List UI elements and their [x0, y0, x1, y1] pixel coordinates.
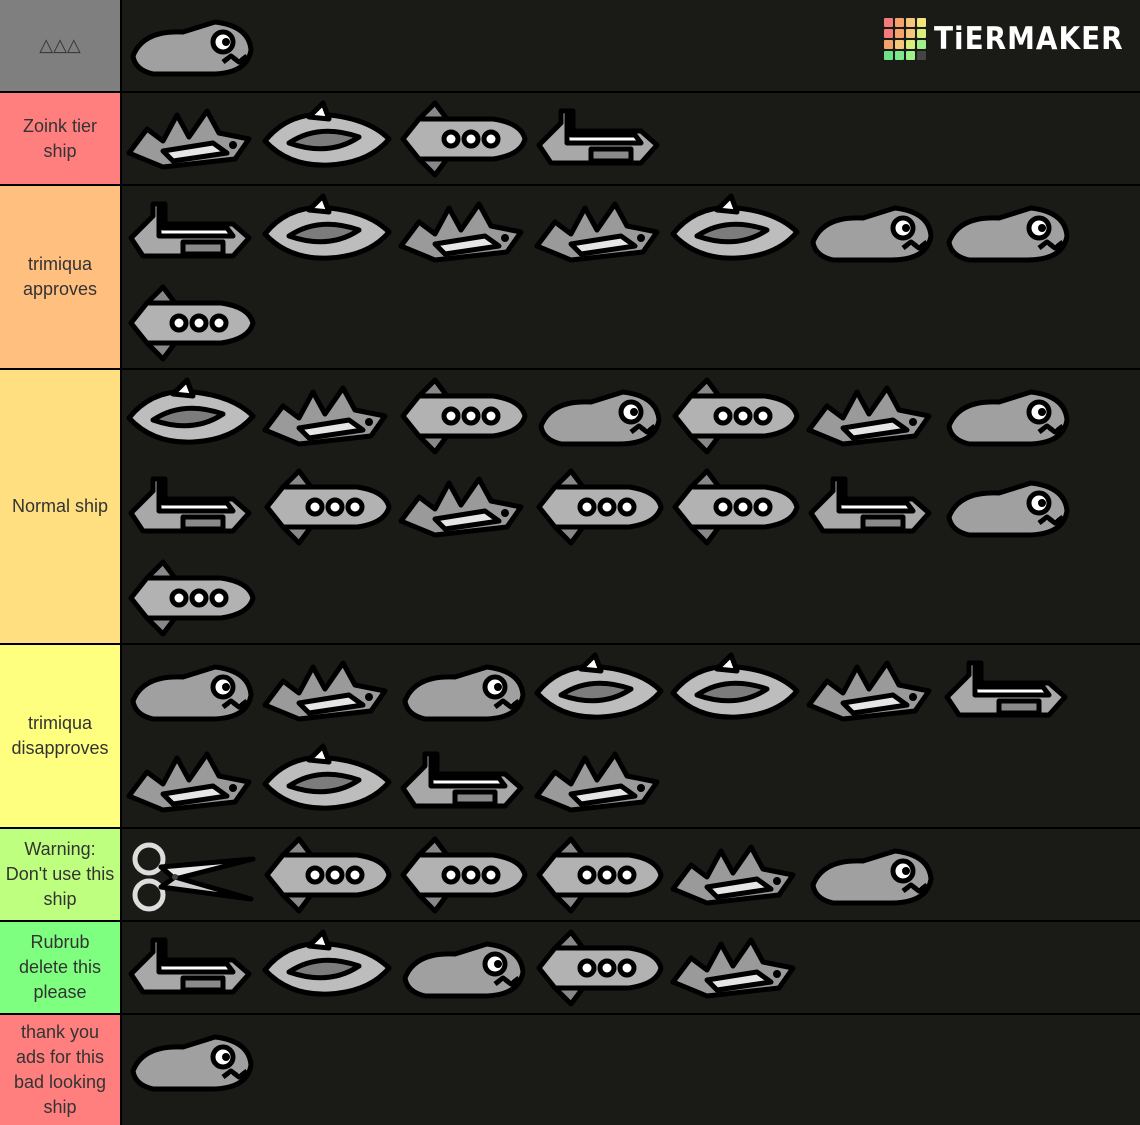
ship-icon[interactable]	[395, 922, 531, 1013]
logo-grid-icon	[884, 18, 926, 60]
ship-icon[interactable]	[123, 645, 259, 736]
tier-items	[122, 186, 1140, 368]
ship-icon[interactable]	[667, 922, 803, 1013]
ship-icon[interactable]	[803, 370, 939, 461]
ship-icon[interactable]	[939, 186, 1075, 277]
tier-row: Warning: Don't use this ship	[0, 829, 1140, 922]
ship-icon[interactable]	[395, 186, 531, 277]
logo-text: TiERMAKER	[934, 21, 1124, 57]
ship-icon[interactable]	[531, 645, 667, 736]
ship-icon[interactable]	[667, 461, 803, 552]
ship-icon[interactable]	[667, 829, 803, 920]
tier-row: thank you ads for this bad looking ship	[0, 1015, 1140, 1125]
ship-icon[interactable]	[395, 645, 531, 736]
ship-icon[interactable]	[531, 93, 667, 184]
tier-items	[122, 0, 1140, 91]
tier-items	[122, 93, 1140, 184]
ship-icon[interactable]	[667, 370, 803, 461]
tier-label[interactable]: Warning: Don't use this ship	[0, 829, 122, 920]
tier-row: Zoink tier ship	[0, 93, 1140, 186]
tier-row: Rubrub delete this please	[0, 922, 1140, 1015]
ship-icon[interactable]	[259, 645, 395, 736]
ship-icon[interactable]	[123, 186, 259, 277]
tier-row: trimiqua approves	[0, 186, 1140, 370]
ship-icon[interactable]	[939, 370, 1075, 461]
tier-items	[122, 370, 1140, 643]
ship-icon[interactable]	[123, 552, 259, 643]
ship-icon[interactable]	[259, 461, 395, 552]
ship-icon[interactable]	[531, 370, 667, 461]
ship-icon[interactable]	[531, 736, 667, 827]
tier-items	[122, 1015, 1140, 1125]
ship-icon[interactable]	[531, 829, 667, 920]
ship-icon[interactable]	[123, 736, 259, 827]
tier-row: △△△	[0, 0, 1140, 93]
ship-icon[interactable]	[395, 461, 531, 552]
tier-label[interactable]: trimiqua disapproves	[0, 645, 122, 827]
tier-label[interactable]: trimiqua approves	[0, 186, 122, 368]
tier-row: trimiqua disapproves	[0, 645, 1140, 829]
ship-icon[interactable]	[123, 1015, 259, 1106]
ship-icon[interactable]	[803, 829, 939, 920]
tier-label[interactable]: Rubrub delete this please	[0, 922, 122, 1013]
ship-icon[interactable]	[123, 922, 259, 1013]
ship-icon[interactable]	[939, 461, 1075, 552]
ship-icon[interactable]	[531, 186, 667, 277]
ship-icon[interactable]	[939, 645, 1075, 736]
scissors-icon[interactable]	[123, 829, 259, 920]
ship-icon[interactable]	[667, 645, 803, 736]
tier-items	[122, 829, 1140, 920]
ship-icon[interactable]	[259, 186, 395, 277]
tier-items	[122, 645, 1140, 827]
tier-label[interactable]: △△△	[0, 0, 122, 91]
ship-icon[interactable]	[395, 829, 531, 920]
ship-icon[interactable]	[667, 186, 803, 277]
ship-icon[interactable]	[123, 93, 259, 184]
ship-icon[interactable]	[803, 461, 939, 552]
ship-icon[interactable]	[123, 277, 259, 368]
ship-icon[interactable]	[395, 370, 531, 461]
ship-icon[interactable]	[123, 461, 259, 552]
tier-row: Normal ship	[0, 370, 1140, 645]
ship-icon[interactable]	[395, 93, 531, 184]
ship-icon[interactable]	[531, 461, 667, 552]
ship-icon[interactable]	[803, 645, 939, 736]
tier-label[interactable]: Normal ship	[0, 370, 122, 643]
ship-icon[interactable]	[395, 736, 531, 827]
ship-icon[interactable]	[259, 370, 395, 461]
tier-label[interactable]: Zoink tier ship	[0, 93, 122, 184]
ship-icon[interactable]	[123, 370, 259, 461]
tier-label[interactable]: thank you ads for this bad looking ship	[0, 1015, 122, 1125]
ship-icon[interactable]	[259, 829, 395, 920]
tier-items	[122, 922, 1140, 1013]
tiermaker-logo: TiERMAKER	[884, 18, 1124, 60]
ship-icon[interactable]	[123, 0, 259, 91]
ship-icon[interactable]	[259, 736, 395, 827]
ship-icon[interactable]	[531, 922, 667, 1013]
ship-icon[interactable]	[259, 93, 395, 184]
ship-icon[interactable]	[803, 186, 939, 277]
ship-icon[interactable]	[259, 922, 395, 1013]
